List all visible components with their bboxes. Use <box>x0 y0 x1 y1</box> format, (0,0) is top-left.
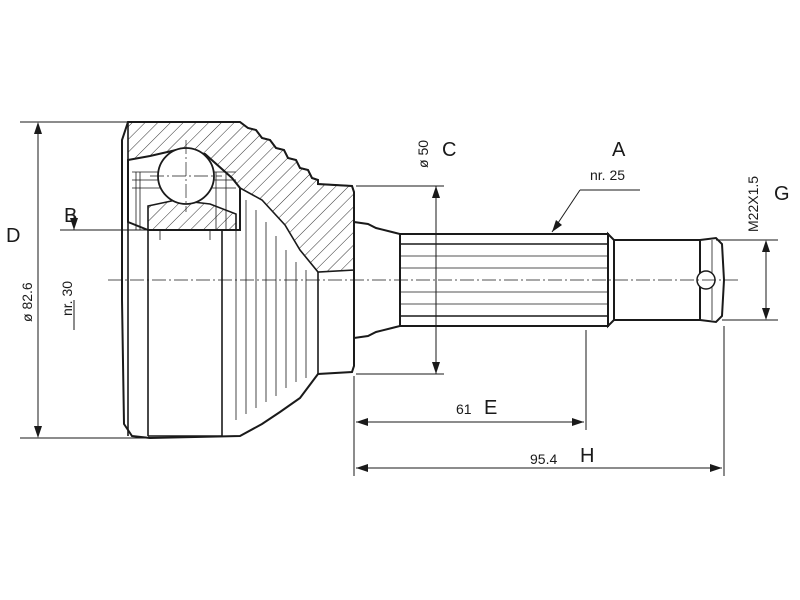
label-c: C <box>442 139 456 161</box>
dim-length-e-text: 61 <box>456 401 472 417</box>
dim-ring-teeth-text: nr. 30 <box>59 281 75 316</box>
dim-spline-teeth-text: nr. 25 <box>590 167 625 183</box>
callout-spline <box>551 189 640 233</box>
dim-length-e <box>353 330 587 430</box>
dim-seal-diameter-text: ø 50 <box>415 140 431 168</box>
label-e: E <box>484 397 497 419</box>
ball-bearing <box>150 140 222 212</box>
dim-thread-text: M22X1.5 <box>745 176 761 232</box>
label-h: H <box>580 445 594 467</box>
dim-length-h <box>353 326 725 476</box>
label-g: G <box>774 183 790 205</box>
label-b: B <box>64 205 77 227</box>
dim-seal-diameter <box>356 185 444 375</box>
dim-outer-diameter-text: ø 82.6 <box>19 282 35 322</box>
dim-thread <box>716 239 778 321</box>
dim-length-h-text: 95.4 <box>530 451 557 467</box>
label-d: D <box>6 225 20 247</box>
dim-outer-diameter <box>20 121 150 439</box>
dim-ring-teeth <box>60 210 148 330</box>
label-a: A <box>612 139 626 161</box>
